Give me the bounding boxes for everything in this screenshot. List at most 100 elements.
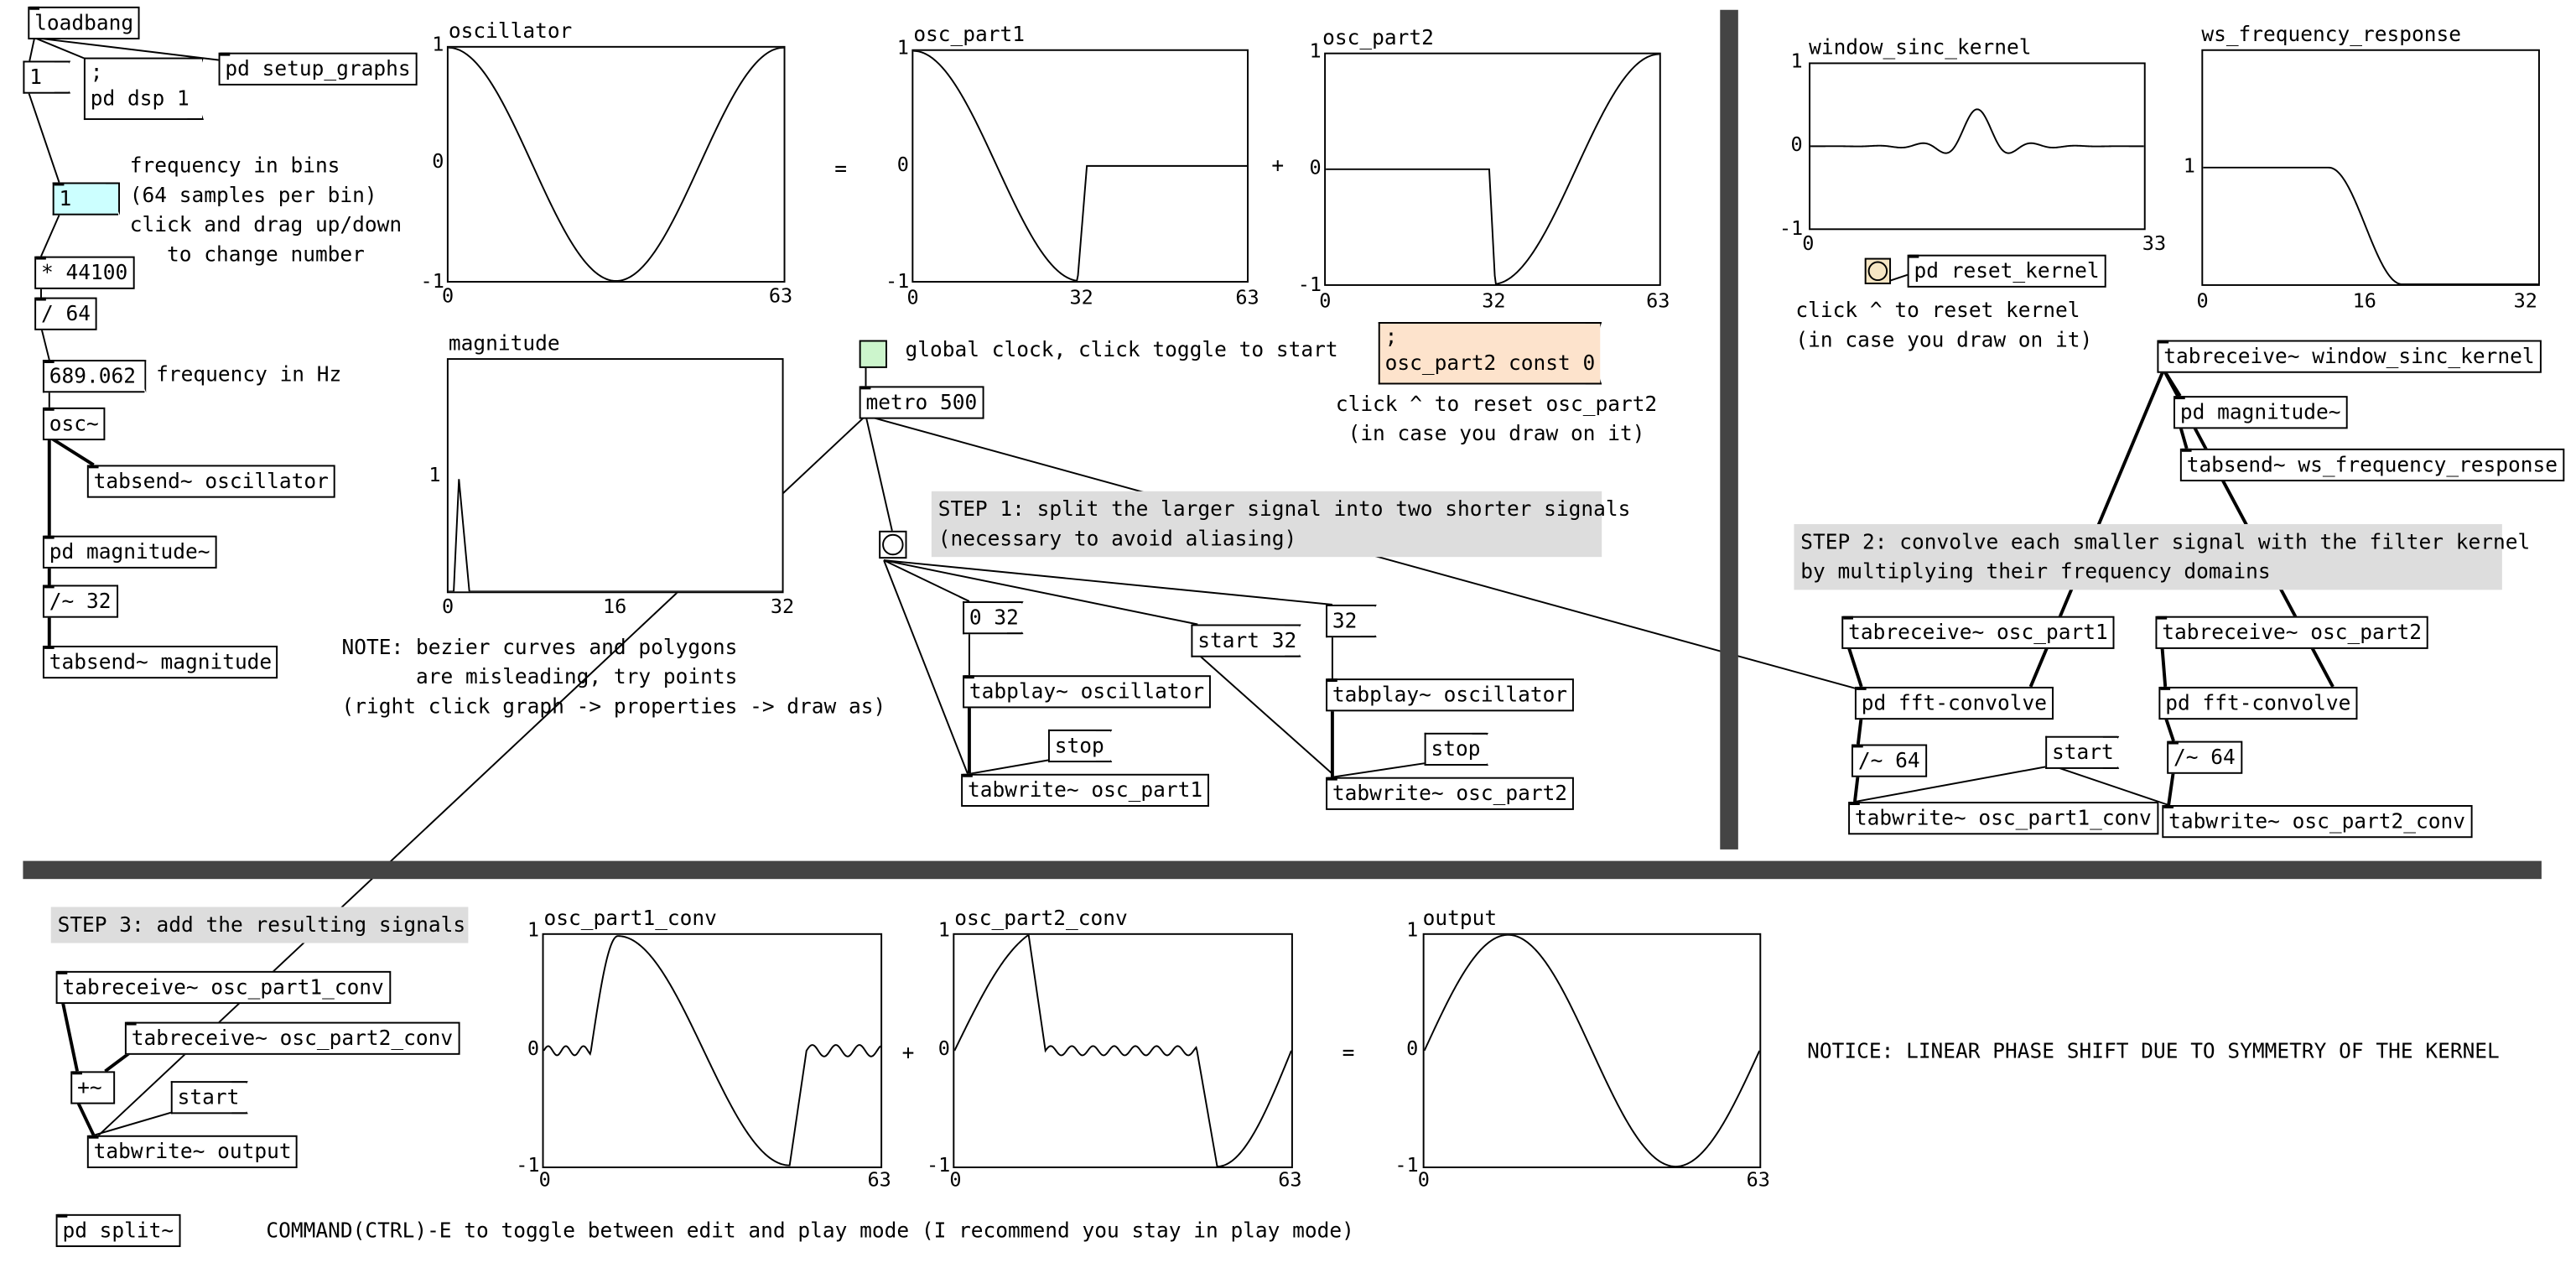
x-tick-label: 63	[867, 1167, 891, 1192]
pd-reset-kernel-object[interactable]: pd reset_kernel	[1907, 254, 2106, 288]
vertical-divider	[1720, 9, 1738, 850]
divide-64-object[interactable]: / 64	[34, 297, 97, 330]
tabreceive-osc-part1-conv[interactable]: tabreceive~ osc_part1_conv	[55, 970, 391, 1005]
oscillator-graph[interactable]	[446, 45, 786, 283]
y-tick-label: -1	[886, 269, 910, 293]
pd-magnitude-object[interactable]: pd magnitude~	[42, 535, 217, 569]
loadbang-object[interactable]: loadbang	[28, 6, 140, 40]
cord	[2162, 368, 2182, 397]
global-clock-comment: global clock, click toggle to start	[905, 336, 1338, 362]
reset-kernel-bang[interactable]	[1864, 257, 1892, 284]
tabwrite-osc-part1-conv[interactable]: tabwrite~ osc_part1_conv	[1848, 802, 2158, 835]
command-hint-comment: COMMAND(CTRL)-E to toggle between edit a…	[266, 1217, 1354, 1243]
cord	[75, 1099, 96, 1136]
equals-sign-2: =	[1342, 1040, 1355, 1065]
msg-32[interactable]: 32	[1326, 604, 1375, 638]
dsp-on-message[interactable]: ; pd dsp 1	[83, 57, 202, 121]
cord	[40, 326, 50, 361]
x-tick-label: 63	[1278, 1167, 1302, 1192]
window-sinc-kernel-graph[interactable]	[1809, 62, 2146, 231]
cord	[29, 37, 36, 61]
tabplay-oscillator-1[interactable]: tabplay~ oscillator	[963, 675, 1211, 709]
magnitude-graph[interactable]	[446, 358, 784, 594]
tabsend-magnitude-object[interactable]: tabsend~ magnitude	[42, 645, 279, 679]
frequency-hz-comment: frequency in Hz	[156, 361, 342, 387]
osc-part2-conv-graph[interactable]	[953, 933, 1293, 1168]
ws-frequency-response-graph[interactable]	[2201, 49, 2540, 286]
cord	[1856, 715, 1863, 745]
msg-0-32[interactable]: 0 32	[963, 601, 1022, 635]
x-tick-label: 0	[1802, 231, 1815, 255]
x-tick-label: 0	[442, 595, 454, 618]
tabwrite-osc-part2-conv[interactable]: tabwrite~ osc_part2_conv	[2162, 805, 2472, 839]
divide-64-signal-1[interactable]: /~ 64	[1852, 744, 1927, 777]
pd-fft-convolve-2[interactable]: pd fft-convolve	[2158, 686, 2358, 720]
cord	[883, 559, 969, 775]
multiply-44100-object[interactable]: * 44100	[34, 256, 135, 289]
horizontal-divider	[23, 860, 2542, 880]
tabwrite-output[interactable]: tabwrite~ output	[86, 1135, 299, 1168]
stop-message-2[interactable]: stop	[1424, 732, 1488, 766]
signal-add-object[interactable]: +~	[70, 1071, 116, 1104]
note-comment: NOTE: bezier curves and polygons are mis…	[341, 634, 886, 719]
output-graph[interactable]	[1422, 933, 1762, 1168]
divide-64-signal-2[interactable]: /~ 64	[2167, 740, 2242, 774]
y-tick-label: 0	[896, 153, 909, 176]
global-clock-toggle[interactable]	[859, 340, 887, 368]
y-tick-label: -1	[420, 269, 444, 293]
graph-title: osc_part2_conv	[954, 905, 1128, 930]
y-tick-label: -1	[1394, 1153, 1419, 1177]
reset-kernel-comment: click ^ to reset kernel (in case you dra…	[1795, 297, 2093, 352]
pd-setup-graphs-object[interactable]: pd setup_graphs	[218, 52, 418, 86]
x-tick-label: 0	[1417, 1167, 1430, 1192]
tabsend-oscillator-object[interactable]: tabsend~ oscillator	[86, 465, 335, 498]
metro-500-object[interactable]: metro 500	[859, 386, 984, 419]
osc-object[interactable]: osc~	[42, 407, 106, 441]
tabreceive-osc-part1[interactable]: tabreceive~ osc_part1	[1841, 616, 2115, 649]
tabreceive-osc-part2[interactable]: tabreceive~ osc_part2	[2155, 616, 2428, 649]
cord	[93, 1109, 178, 1136]
osc-part2-graph[interactable]	[1324, 52, 1661, 286]
pd-magnitude-object-2[interactable]: pd magnitude~	[2174, 396, 2348, 429]
tabreceive-window-sinc-kernel[interactable]: tabreceive~ window_sinc_kernel	[2157, 340, 2542, 373]
cord	[27, 90, 60, 183]
frequency-hz-number[interactable]: 689.062	[42, 360, 145, 393]
graph-title: output	[1422, 905, 1498, 930]
osc-part1-graph[interactable]	[911, 49, 1249, 283]
step3-comment: STEP 3: add the resulting signals	[50, 907, 469, 943]
tabwrite-osc-part1[interactable]: tabwrite~ osc_part1	[961, 773, 1209, 807]
x-tick-label: 63	[768, 283, 793, 308]
cord	[883, 559, 970, 602]
divide-32-object[interactable]: /~ 32	[42, 585, 118, 618]
stop-message-1[interactable]: stop	[1047, 729, 1111, 763]
graph-title: osc_part2	[1322, 24, 1434, 49]
y-tick-label: -1	[516, 1153, 540, 1177]
tabsend-ws-frequency-response[interactable]: tabsend~ ws_frequency_response	[2179, 448, 2564, 482]
graph-title: magnitude	[448, 330, 560, 356]
tabwrite-osc-part2[interactable]: tabwrite~ osc_part2	[1326, 777, 1574, 810]
start-message-output[interactable]: start	[170, 1081, 247, 1115]
graph-title: ws_frequency_response	[2201, 21, 2461, 46]
tabplay-oscillator-2[interactable]: tabplay~ oscillator	[1326, 678, 1574, 712]
msg-start-32[interactable]: start 32	[1191, 624, 1300, 657]
cord	[104, 1050, 132, 1073]
x-tick-label: 63	[1746, 1167, 1770, 1192]
cord	[1852, 773, 1860, 803]
x-tick-label: 63	[1646, 288, 1670, 313]
tabreceive-osc-part2-conv[interactable]: tabreceive~ osc_part2_conv	[124, 1021, 460, 1055]
start-message-convolve[interactable]: start	[2045, 735, 2118, 769]
graph-title: osc_part1_conv	[543, 905, 717, 930]
graph-title: osc_part1	[913, 21, 1026, 46]
message-1[interactable]: 1	[23, 60, 70, 94]
reset-osc-part2-message[interactable]: ; osc_part2 const 0	[1378, 322, 1601, 385]
step1-bang[interactable]	[879, 530, 907, 559]
frequency-bins-number[interactable]: 1	[52, 182, 119, 216]
x-tick-label: 63	[1235, 285, 1259, 309]
y-tick-label: -1	[1779, 216, 1804, 241]
pd-split-object[interactable]: pd split~	[55, 1213, 180, 1248]
x-tick-label: 32	[2513, 288, 2537, 313]
osc-part1-conv-graph[interactable]	[542, 933, 883, 1168]
pd-fft-convolve-1[interactable]: pd fft-convolve	[1854, 686, 2054, 720]
y-tick-label: 0	[1406, 1037, 1419, 1060]
cord	[1197, 653, 1333, 775]
